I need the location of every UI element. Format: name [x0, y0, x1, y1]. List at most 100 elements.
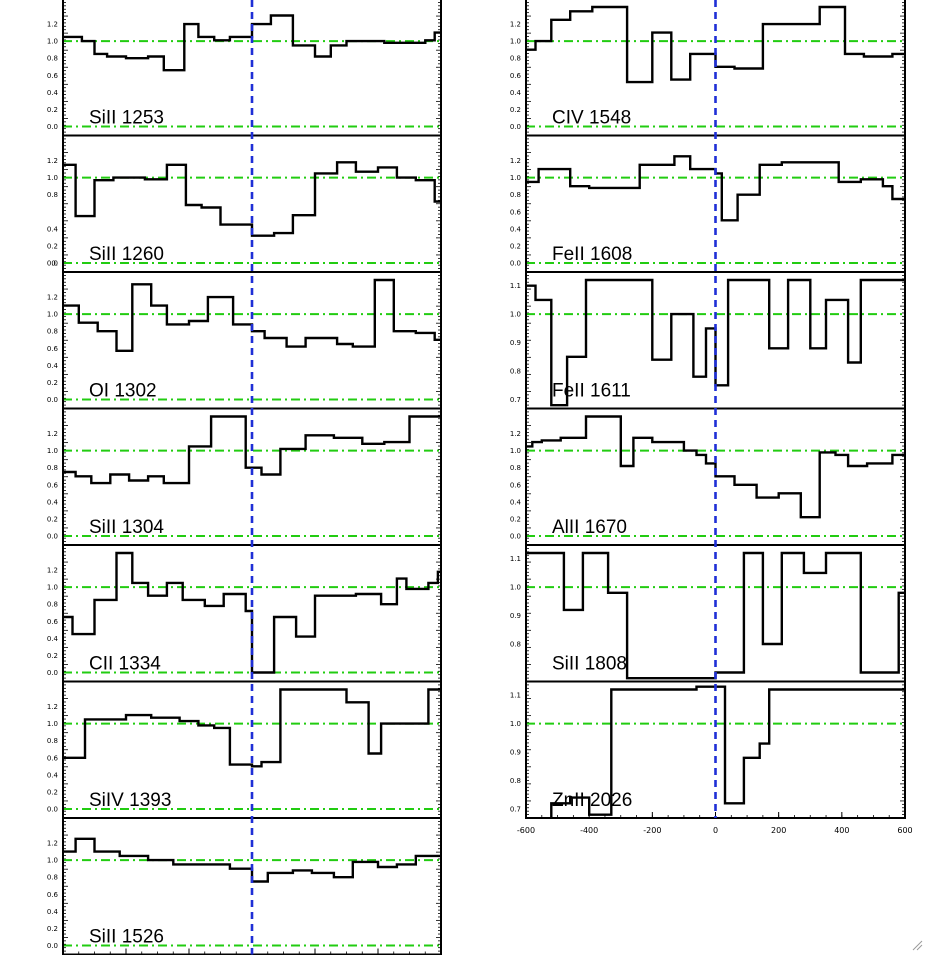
y-tick-label: 1.0: [510, 174, 521, 182]
y-tick-label: 0.6: [47, 891, 59, 899]
y-tick-label: 0.8: [510, 191, 521, 199]
panel-label: CIV 1548: [552, 108, 631, 129]
y-tick-label: 0.8: [47, 191, 58, 199]
y-tick-label: 0.9: [510, 749, 521, 757]
y-tick-label: 0.0: [47, 260, 58, 268]
y-tick-label: 1.2: [47, 567, 58, 575]
y-tick-label: 1.1: [510, 282, 521, 290]
y-tick-label: 0.8: [47, 55, 58, 63]
y-tick-label: 1.2: [47, 703, 58, 711]
y-tick-label: 0.2: [47, 106, 58, 114]
y-tick-label: 1.0: [47, 38, 58, 46]
spectrum-series: [63, 688, 441, 768]
panel-label: SiII 1304: [89, 517, 164, 538]
panel-label: AlII 1670: [552, 517, 627, 538]
y-tick-label: 0.6: [47, 72, 59, 80]
y-tick-label: 1.0: [510, 584, 521, 592]
y-tick-label: 0.0: [47, 533, 58, 541]
x-tick-label: -200: [643, 826, 661, 835]
y-tick-label: 0.4: [47, 89, 59, 97]
y-tick-label: 0.8: [47, 874, 58, 882]
y-tick-label: 0.2: [510, 242, 521, 250]
y-tick-label: 0.8: [510, 55, 521, 63]
y-tick-label: 0.0: [47, 942, 58, 950]
y-tick-label: 1.0: [47, 311, 58, 319]
y-tick-label: 0.6: [47, 481, 59, 489]
y-tick-label: 1.0: [510, 447, 521, 455]
y-tick-label: 0.6: [510, 208, 522, 216]
y-tick-label: 1.0: [47, 720, 58, 728]
spectrum-series: [526, 5, 905, 84]
spectrum-series: [63, 161, 441, 237]
y-tick-label: 1.0: [510, 38, 521, 46]
panel-label: FeII 1608: [552, 244, 632, 265]
y-tick-label: 0.9: [510, 339, 521, 347]
y-tick-label: 0.4: [510, 498, 522, 506]
y-tick-label: 0.7: [510, 806, 521, 814]
y-tick-label: 0.0: [47, 806, 58, 814]
x-tick-label: 400: [834, 826, 849, 835]
y-tick-label: 0.0: [47, 669, 58, 677]
spectrum-series: [63, 837, 441, 883]
y-tick-label: 1.2: [510, 21, 521, 29]
y-tick-label: 0.4: [510, 225, 522, 233]
panel-label: OI 1302: [89, 381, 157, 402]
y-tick-label: 0.0: [510, 260, 521, 268]
x-tick-label: 0: [713, 826, 718, 835]
y-tick-label: 0.8: [47, 328, 58, 336]
y-tick-label: 0.0: [47, 123, 58, 131]
y-tick-label: 0.6: [47, 618, 59, 626]
y-tick-label: 0.: [51, 260, 58, 268]
y-tick-label: 0.7: [510, 396, 521, 404]
y-tick-label: 0.6: [47, 345, 59, 353]
panel-label: SiII 1808: [552, 654, 627, 675]
spectrum-series: [526, 415, 905, 519]
y-tick-label: 0.2: [47, 925, 58, 933]
y-tick-label: 0.2: [47, 379, 58, 387]
resize-grip-icon[interactable]: [911, 939, 923, 951]
y-tick-label: 0.2: [47, 242, 58, 250]
y-tick-label: 1.1: [510, 555, 521, 563]
x-tick-label: -400: [580, 826, 598, 835]
y-tick-label: 0.8: [47, 464, 58, 472]
spectrum-series: [550, 685, 905, 818]
y-tick-label: 0.2: [47, 788, 58, 796]
spectrum-series: [526, 551, 905, 680]
y-tick-label: 1.0: [510, 311, 521, 319]
y-tick-label: 0.4: [47, 362, 59, 370]
y-tick-label: 0.8: [47, 737, 58, 745]
y-tick-label: 1.2: [510, 430, 521, 438]
y-tick-label: 1.0: [47, 174, 58, 182]
panel-label: ZnII 2026: [552, 790, 632, 811]
y-tick-label: 1.2: [510, 157, 521, 165]
y-tick-label: 1.0: [47, 584, 58, 592]
y-tick-label: 0.0: [510, 533, 521, 541]
spectrum-series: [526, 155, 905, 222]
panel-label: FeII 1611: [552, 381, 631, 402]
spectrum-series: [63, 415, 441, 485]
spectrum-series: [526, 278, 905, 407]
y-tick-label: 0.8: [510, 777, 521, 785]
y-tick-label: 0.2: [47, 515, 58, 523]
y-tick-label: 0.8: [510, 464, 521, 472]
y-tick-label: 1.0: [510, 720, 521, 728]
panel-label: SiIV 1393: [89, 790, 171, 811]
y-tick-label: 0.2: [510, 106, 521, 114]
y-tick-label: 0.0: [510, 123, 521, 131]
x-tick-label: -600: [517, 826, 535, 835]
y-tick-label: 1.2: [47, 840, 58, 848]
y-tick-label: 0.8: [510, 641, 521, 649]
y-tick-label: 0.4: [47, 908, 59, 916]
y-tick-label: 0.4: [510, 89, 522, 97]
y-tick-label: 0.2: [47, 652, 58, 660]
y-tick-label: 0.4: [47, 771, 59, 779]
